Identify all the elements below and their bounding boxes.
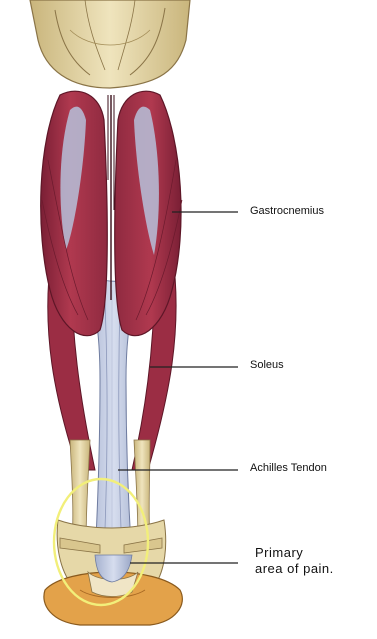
label-gastrocnemius: Gastrocnemius [250, 205, 324, 218]
label-soleus: Soleus [250, 359, 284, 372]
heel-ankle [44, 520, 182, 625]
knee-structures [30, 0, 190, 88]
label-primary-area-of-pain: Primary area of pain. [255, 545, 334, 577]
gastrocnemius-muscle [41, 91, 182, 336]
label-achilles-tendon: Achilles Tendon [250, 462, 327, 475]
label-pain-line-1: Primary [255, 545, 334, 561]
label-pain-line-2: area of pain. [255, 561, 334, 577]
